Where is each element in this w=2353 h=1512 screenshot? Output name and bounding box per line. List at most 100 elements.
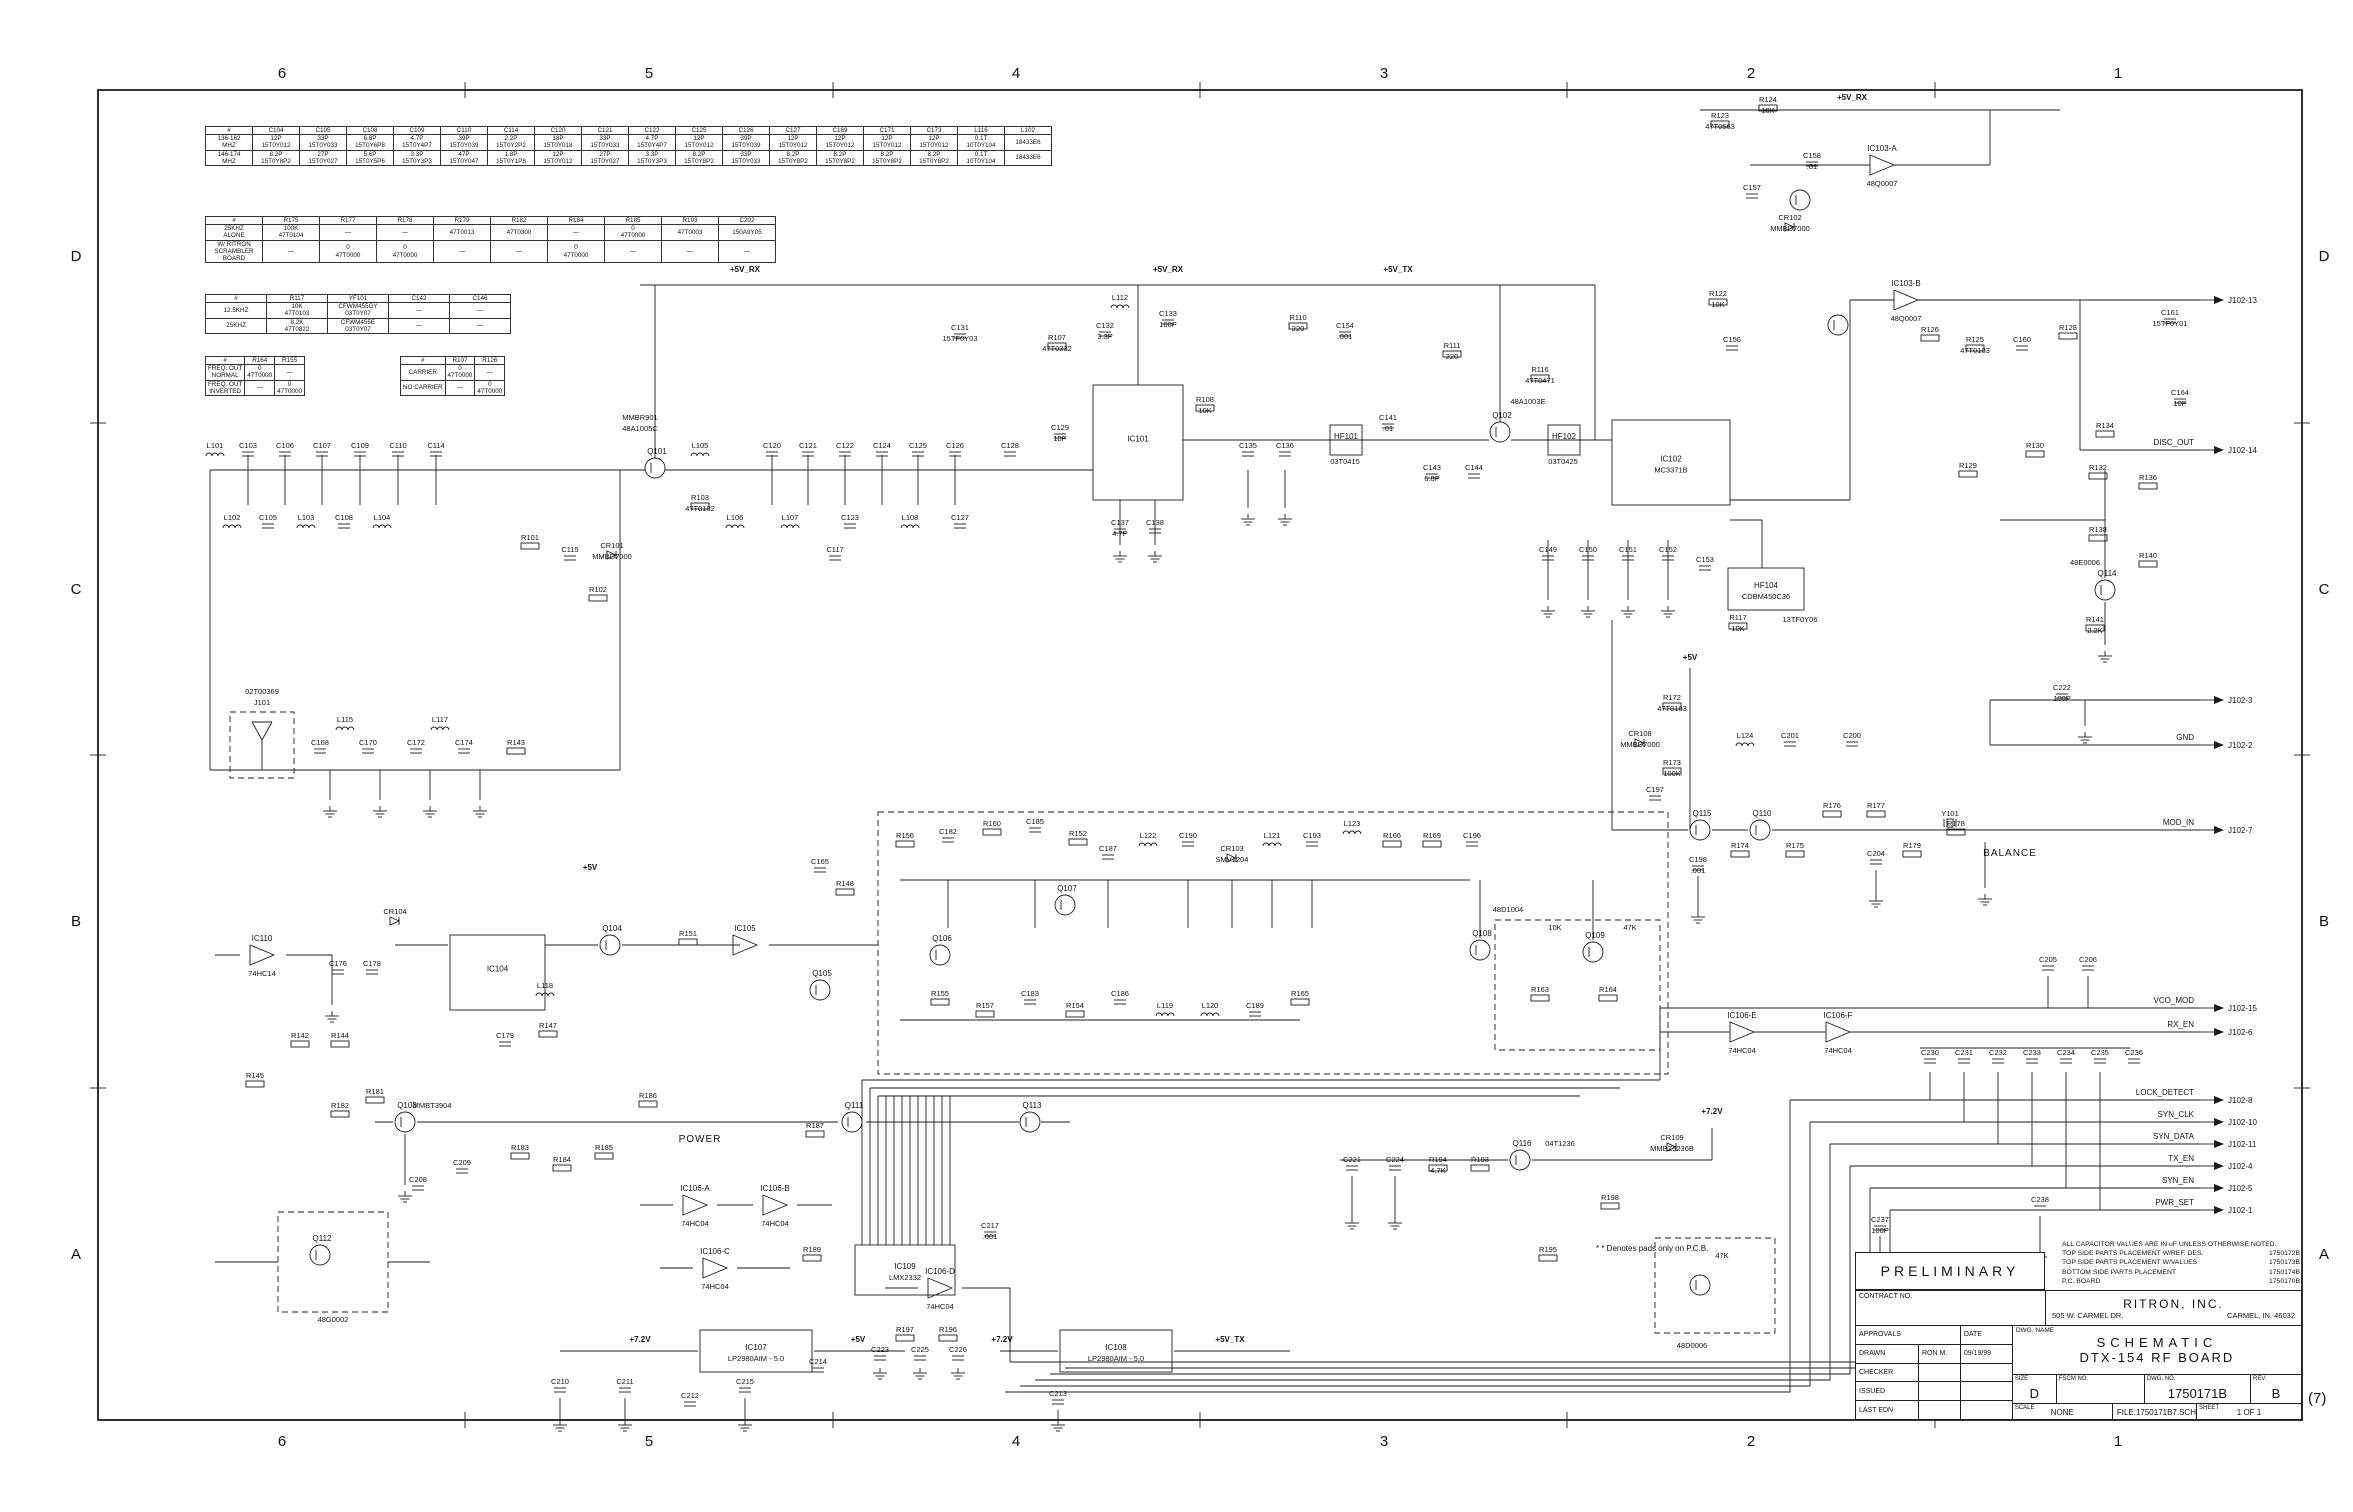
ic-ref: HF104 bbox=[1754, 581, 1779, 590]
component-ref: R142 bbox=[291, 1031, 309, 1040]
resistor-symbol bbox=[1708, 298, 1728, 306]
transistor-symbol bbox=[929, 944, 951, 966]
resistor-symbol bbox=[1065, 1010, 1085, 1018]
inductor-symbol bbox=[1342, 830, 1362, 835]
doc-note-number: 1750172B bbox=[2269, 1250, 2300, 1258]
gate-symbol bbox=[732, 934, 759, 956]
inductor-symbol bbox=[1735, 742, 1755, 747]
table-header: # bbox=[205, 293, 267, 304]
component-ref: Y101 bbox=[1941, 809, 1959, 818]
ic-box bbox=[1329, 424, 1363, 456]
power-rail-label: +5V_TX bbox=[1383, 265, 1413, 274]
component-ref: C127 bbox=[951, 513, 969, 522]
component-ref: R143 bbox=[507, 738, 525, 747]
table-cell: — bbox=[388, 302, 450, 319]
power-rail-label: +5V_TX bbox=[1215, 1335, 1245, 1344]
component-ref: R123 bbox=[1711, 111, 1729, 120]
transistor-symbol bbox=[394, 1111, 416, 1133]
component-ref: R189 bbox=[803, 1245, 821, 1254]
resistor-symbol bbox=[835, 888, 855, 896]
component-ref: C149 bbox=[1539, 545, 1557, 554]
resistor-symbol bbox=[1530, 994, 1550, 1002]
connector-pin: J102-2 bbox=[2228, 741, 2253, 750]
doc-note: TOP SIDE PARTS PLACEMENT W/REF. DES. 1750… bbox=[2062, 1249, 2300, 1258]
component-ref: C117 bbox=[826, 545, 843, 554]
preliminary-stamp: PRELIMINARY bbox=[1855, 1252, 2045, 1290]
resistor-symbol bbox=[1946, 828, 1966, 836]
doc-note-label: TOP SIDE PARTS PLACEMENT W/REF. DES. bbox=[2062, 1250, 2204, 1258]
signal-name: DISC_OUT bbox=[2154, 438, 2195, 447]
contract-no-cell: CONTRACT NO. bbox=[1856, 1291, 2046, 1325]
component-ref: C234 bbox=[2057, 1048, 2075, 1057]
table-header: # bbox=[400, 355, 446, 366]
component-ref: MMBD7000 bbox=[1770, 224, 1810, 233]
component-ref: C106 bbox=[276, 441, 294, 450]
signal-name: MOD_IN bbox=[2163, 818, 2194, 827]
component-ref: C157 bbox=[1743, 183, 1761, 192]
component-ref: R182 bbox=[331, 1101, 349, 1110]
component-ref: C143 bbox=[1423, 463, 1441, 472]
signal-name: PWR_SET bbox=[2155, 1198, 2194, 1207]
table-header: C110 bbox=[440, 125, 488, 136]
transistor-ref: Q102 bbox=[1492, 411, 1512, 420]
gate-ref: IC106-D bbox=[925, 1267, 955, 1276]
table-header: C109 bbox=[393, 125, 441, 136]
component-ref: 48A1003E bbox=[1510, 397, 1545, 406]
gate-ref: IC105 bbox=[734, 924, 756, 933]
table-cell: 12P 15T0Y012 bbox=[675, 134, 723, 151]
transistor-symbol bbox=[1509, 1149, 1531, 1171]
table-cell: 0 47T0000 bbox=[376, 239, 434, 264]
component-ref: C156 bbox=[1723, 335, 1741, 344]
zone-label: 3 bbox=[1380, 65, 1388, 82]
gate-symbol bbox=[1893, 289, 1920, 311]
ic-ref: IC102 bbox=[1660, 455, 1682, 464]
table-cell: 6.8P 15T0Y6P8 bbox=[346, 134, 394, 151]
component-ref: C107 bbox=[313, 441, 331, 450]
table-header: C120 bbox=[534, 125, 582, 136]
component-ref: C135 bbox=[1239, 441, 1257, 450]
component-ref: C232 bbox=[1989, 1048, 2007, 1057]
component-ref: R195 bbox=[1539, 1245, 1557, 1254]
transistor-ref: Q112 bbox=[313, 1234, 333, 1243]
transistor-ref: Q103 bbox=[397, 1101, 417, 1110]
component-ref: R166 bbox=[1383, 831, 1401, 840]
transistor-symbol bbox=[1019, 1111, 1041, 1133]
component-ref: L112 bbox=[1112, 293, 1128, 302]
gate-ref: IC110 bbox=[252, 934, 273, 943]
zone-label: 1 bbox=[2114, 1433, 2122, 1450]
connector-arrow bbox=[2214, 1162, 2224, 1170]
component-ref: R169 bbox=[1423, 831, 1441, 840]
ic-ref: HF102 bbox=[1552, 432, 1577, 441]
component-ref: R102 bbox=[589, 585, 607, 594]
component-ref: R140 bbox=[2139, 551, 2157, 560]
component-ref: R155 bbox=[931, 989, 949, 998]
approvals-table: APPROVALS DATE DRAWN RON M. 09/19/99 CHE… bbox=[1856, 1326, 2013, 1419]
table-cell: 39P 15T0Y039 bbox=[722, 134, 770, 151]
connector-pin: J102-3 bbox=[2228, 696, 2253, 705]
table-header: C171 bbox=[863, 125, 911, 136]
component-ref: C213 bbox=[1049, 1389, 1067, 1398]
table-header: R182 bbox=[490, 215, 548, 226]
resistor-symbol bbox=[2088, 534, 2108, 542]
component-ref: C152 bbox=[1659, 545, 1677, 554]
transistor-symbol bbox=[1489, 421, 1511, 443]
component-ref: R111 bbox=[1444, 341, 1461, 350]
table-cell: 8.2P 15T0Y8P2 bbox=[769, 149, 817, 167]
resistor-symbol bbox=[1758, 104, 1778, 112]
component-ref: C131 bbox=[951, 323, 969, 332]
doc-note-label: BOTTOM SIDE PARTS PLACEMENT bbox=[2062, 1268, 2177, 1276]
antenna-icon bbox=[261, 721, 273, 741]
component-ref: C225 bbox=[911, 1345, 929, 1354]
component-ref: R103 bbox=[691, 493, 709, 502]
table-row: NO CARRIER—0 47T0000 bbox=[400, 379, 506, 397]
transistor-symbol bbox=[1689, 819, 1711, 841]
transistor-symbol bbox=[841, 1111, 863, 1133]
zone-label: 3 bbox=[1380, 1433, 1388, 1450]
resistor-symbol bbox=[1728, 622, 1748, 630]
inductor-symbol bbox=[1110, 304, 1130, 309]
table-cell: 0 47T0000 bbox=[604, 224, 662, 241]
